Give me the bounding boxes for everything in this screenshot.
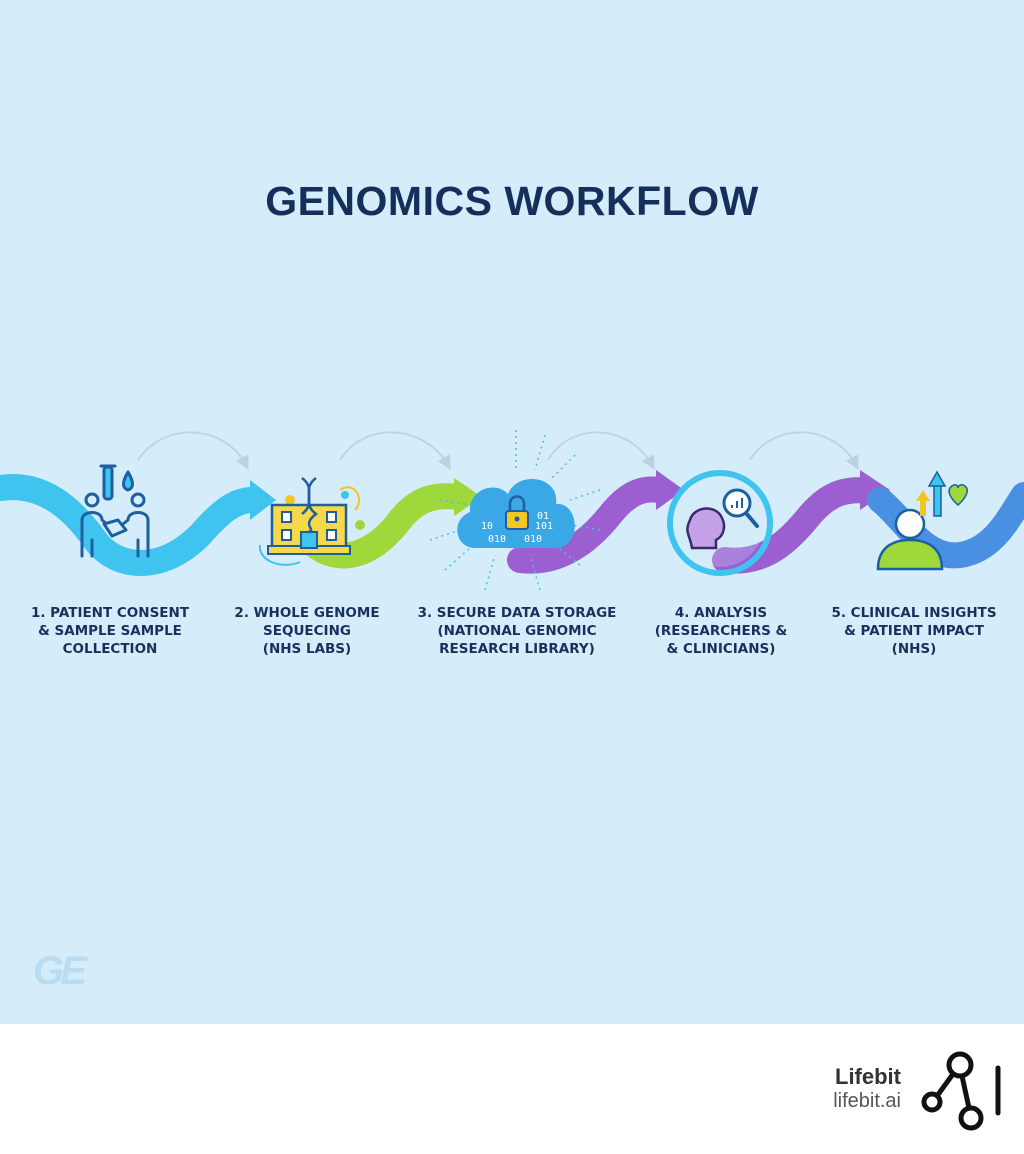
- footer-bar: [0, 1024, 1024, 1154]
- connector-arrow-3: [547, 431, 655, 470]
- connector-arrow-4: [749, 431, 859, 470]
- ribbon-segment-3: [507, 476, 673, 574]
- ribbon-arrowhead-2: [454, 478, 482, 516]
- cloud-binary-1: 01: [537, 511, 549, 522]
- lifebit-logo-icon[interactable]: [918, 1048, 1008, 1138]
- step-label-2: 2. WHOLE GENOME SEQUECING (NHS LABS): [234, 605, 380, 657]
- cloud-lock-icon: [429, 430, 601, 591]
- patient-arrows-heart-icon: [876, 470, 968, 571]
- ge-watermark-logo: GE: [33, 949, 87, 993]
- diagram-canvas: GENOMICS WORKFLOW: [0, 0, 1024, 1024]
- handshake-test-tube-icon: [80, 464, 150, 558]
- brand-name[interactable]: Lifebit: [835, 1064, 901, 1089]
- cloud-binary-2: 10: [481, 521, 493, 532]
- connector-arrow-1: [137, 431, 249, 470]
- cloud-binary-3: 101: [535, 521, 553, 532]
- connector-arrow-2: [339, 431, 451, 470]
- workflow-ribbon: 01 10 101 010 010: [0, 430, 1024, 591]
- cloud-binary-5: 010: [524, 534, 542, 545]
- step-label-1: 1. PATIENT CONSENT & SAMPLE SAMPLE COLLE…: [30, 605, 190, 657]
- lab-building-dna-icon: [258, 477, 365, 566]
- step-label-5: 5. CLINICAL INSIGHTS & PATIENT IMPACT (N…: [831, 605, 997, 657]
- cloud-binary-4: 010: [488, 534, 506, 545]
- ribbon-arrowhead-1: [250, 480, 276, 520]
- page-title: GENOMICS WORKFLOW: [265, 178, 759, 224]
- ribbon-arrowhead-3: [656, 470, 684, 510]
- brand-url[interactable]: lifebit.ai: [833, 1090, 901, 1112]
- ribbon-segment-1: [0, 474, 265, 576]
- step-label-4: 4. ANALYSIS (RESEARCHERS & & CLINICIANS): [654, 605, 788, 657]
- head-magnifier-icon: [667, 470, 773, 576]
- step-label-3: 3. SECURE DATA STORAGE (NATIONAL GENOMIC…: [417, 605, 617, 657]
